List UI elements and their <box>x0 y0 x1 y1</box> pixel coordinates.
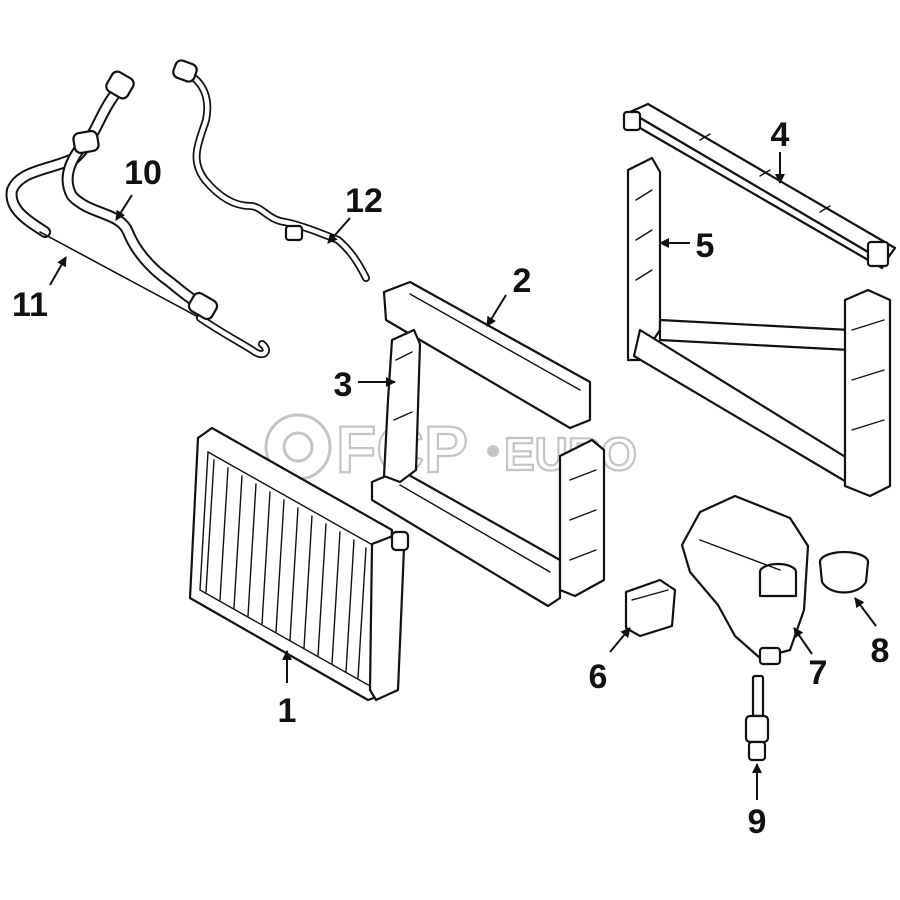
callout-10: 10 <box>124 154 162 192</box>
part-6-bracket <box>624 578 677 638</box>
callout-6: 6 <box>589 658 608 696</box>
callout-7: 7 <box>809 654 828 692</box>
part-9-level-sensor <box>744 674 770 762</box>
callout-4: 4 <box>771 116 790 154</box>
watermark-registered-mark: ® <box>488 443 499 459</box>
part-10-coolant-hose <box>61 129 219 321</box>
part-5-radiator-support-frame <box>626 156 892 498</box>
leader-10 <box>115 194 133 221</box>
leader-2 <box>486 294 507 327</box>
leader-6 <box>609 627 631 653</box>
callout-3: 3 <box>334 366 353 404</box>
callout-5: 5 <box>696 227 715 265</box>
part-4-upper-support-bar <box>622 102 897 270</box>
leader-11 <box>49 256 67 286</box>
part-8-tank-cap <box>818 550 870 594</box>
leader-12 <box>327 217 351 244</box>
part-12-coolant-hose <box>172 59 370 282</box>
callout-9: 9 <box>748 803 767 841</box>
part-11-coolant-hose <box>5 70 270 359</box>
callout-2: 2 <box>513 262 532 300</box>
leader-8 <box>854 597 877 627</box>
part-3-air-guide <box>382 328 422 484</box>
leader-7 <box>793 627 813 655</box>
part-1-radiator <box>188 426 410 702</box>
callout-11: 11 <box>12 286 48 324</box>
part-2-shroud-frame <box>370 280 606 608</box>
callout-8: 8 <box>871 632 890 670</box>
callout-1: 1 <box>278 692 297 730</box>
callout-12: 12 <box>345 182 383 220</box>
part-7-expansion-tank <box>680 494 810 666</box>
